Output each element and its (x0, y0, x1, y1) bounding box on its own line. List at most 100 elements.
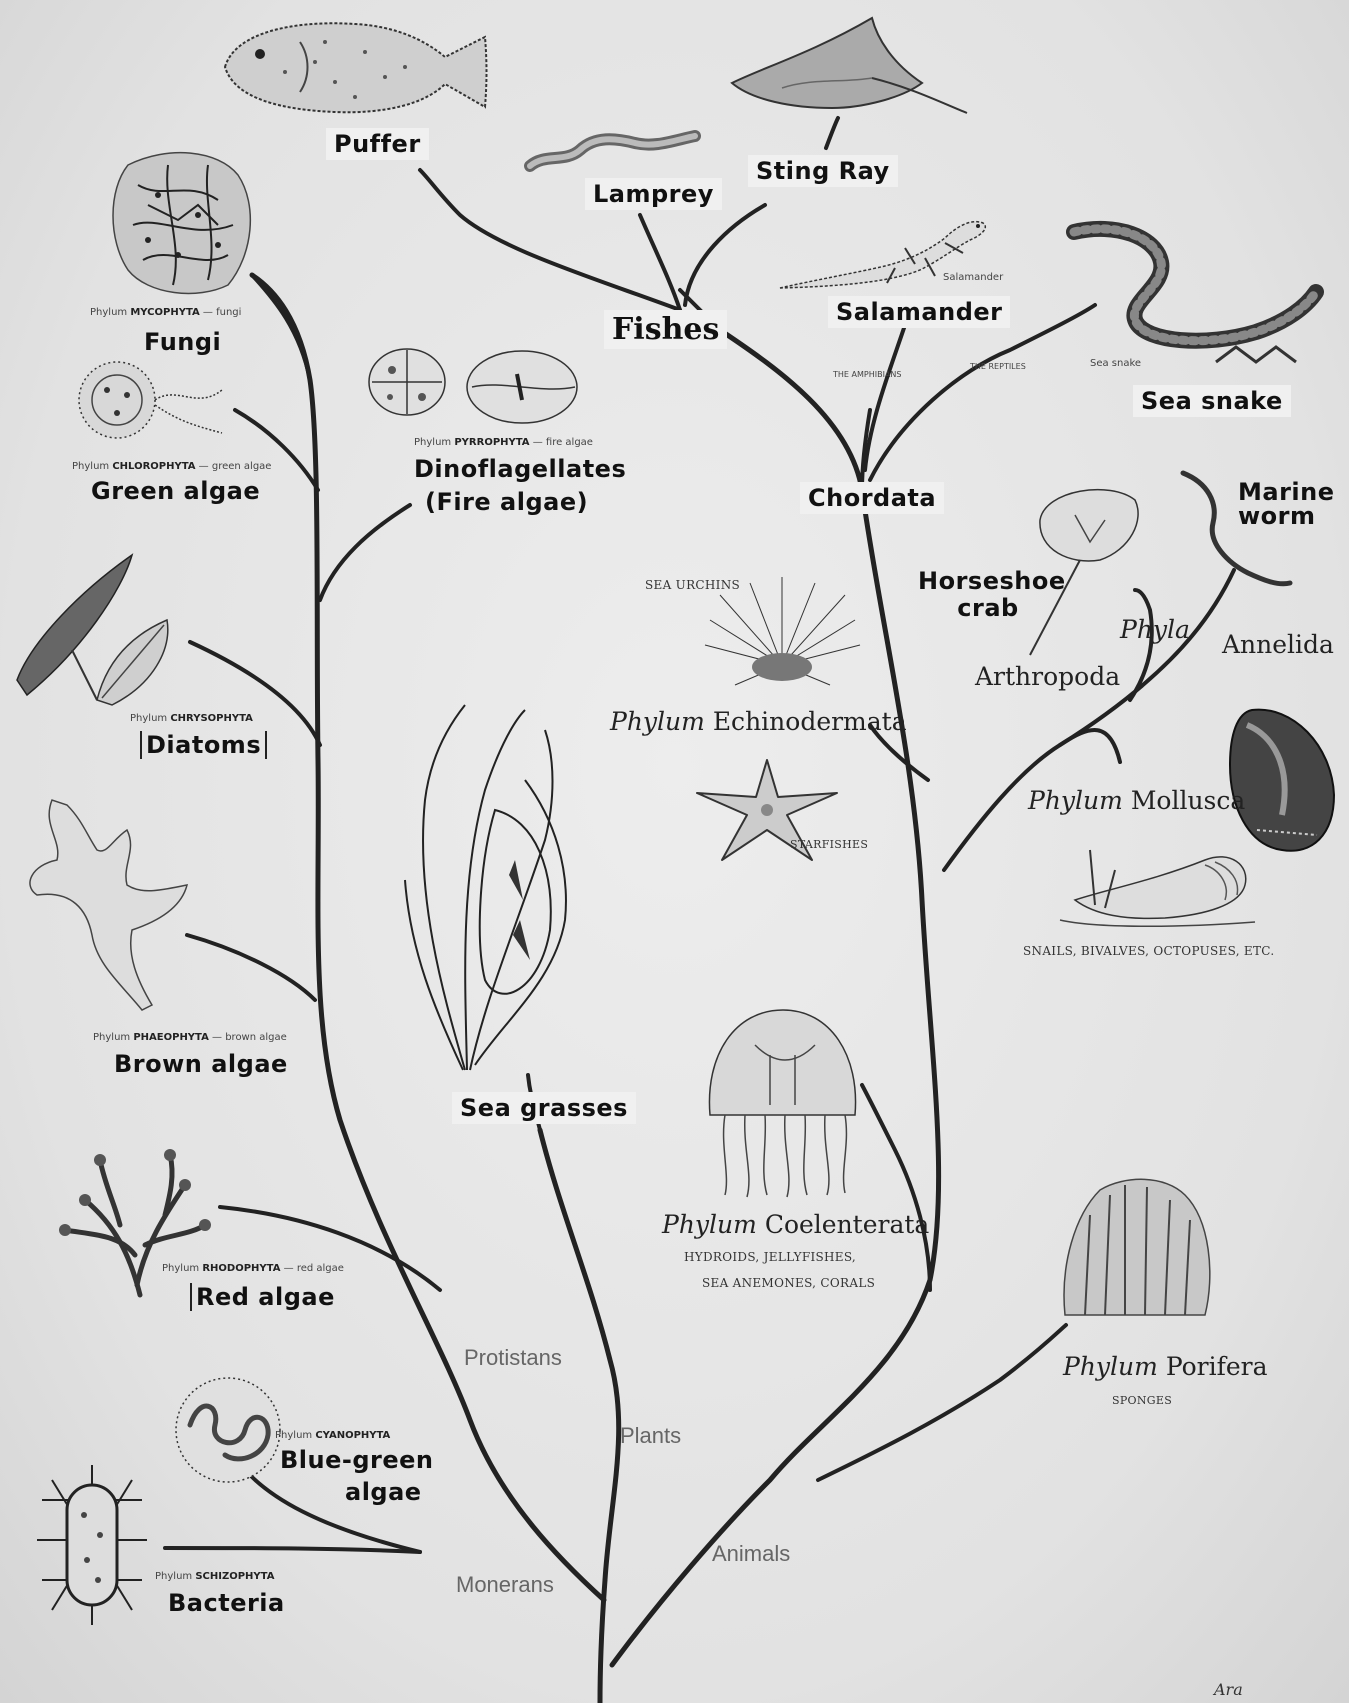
sting-ray-illustration (722, 8, 972, 118)
label-arthropoda: Arthropoda (975, 662, 1120, 691)
label-annelida: Annelida (1222, 630, 1334, 659)
amphibians-branch (865, 325, 905, 470)
label-sea-urchins: SEA URCHINS (645, 578, 740, 592)
jellyfish-illustration (695, 1005, 870, 1200)
label-bacteria: Bacteria (168, 1589, 285, 1617)
label-echinodermata: Phylum Echinodermata (610, 707, 907, 736)
animals-branch (612, 330, 939, 1665)
label-coelenterata-phylum: Phylum (662, 1210, 757, 1239)
label-brown-phylum: Phylum (93, 1032, 130, 1043)
label-marine-worm: Marine worm (1238, 480, 1328, 528)
label-animals: Animals (712, 1541, 790, 1567)
label-fungi-common: fungi (216, 307, 241, 318)
label-blue-green: Blue-green (280, 1446, 434, 1474)
fungi-illustration (108, 145, 258, 300)
label-chordata: Chordata (800, 482, 944, 514)
label-diatoms-phylum: Phylum (130, 713, 167, 724)
bacteria-illustration (32, 1460, 152, 1630)
label-bacteria-taxon: Phylum SCHIZOPHYTA (155, 1571, 274, 1582)
label-lamprey: Lamprey (585, 178, 722, 210)
label-bacteria-taxon-name: SCHIZOPHYTA (195, 1571, 274, 1582)
label-bluegreen-phylum: Phylum (275, 1430, 312, 1441)
label-coelenterata-caption-1: HYDROIDS, JELLYFISHES, (684, 1250, 856, 1264)
label-porifera-phylum: Phylum (1063, 1352, 1158, 1381)
salamander-illustration (775, 208, 995, 298)
coelenterata-branch (862, 1085, 930, 1290)
label-dinoflagellates: Dinoflagellates (414, 455, 626, 483)
label-monerans: Monerans (456, 1572, 554, 1598)
label-reptiles-small: THE REPTILES (970, 362, 1026, 371)
label-dino-taxon-name: PYRROPHYTA (454, 437, 529, 448)
label-bluegreen-taxon: Phylum CYANOPHYTA (275, 1430, 390, 1441)
label-dino-common: fire algae (546, 437, 593, 448)
label-green-taxon-name: CHLOROPHYTA (112, 461, 195, 472)
label-red-common: red algae (297, 1263, 344, 1274)
sea-grasses-illustration (405, 700, 570, 1075)
label-mollusca: Phylum Mollusca (1028, 786, 1245, 815)
label-bluegreen-taxon-name: CYANOPHYTA (315, 1430, 390, 1441)
label-horseshoe-crab: Horseshoe crab (918, 568, 1058, 622)
label-salamander: Salamander (828, 296, 1010, 328)
label-porifera: Phylum Porifera (1063, 1352, 1268, 1381)
dino-branch (320, 505, 410, 600)
label-green-taxon: Phylum CHLOROPHYTA — green algae (72, 461, 271, 472)
bacteria-branch (165, 1548, 420, 1552)
blue-green-algae-illustration (170, 1375, 290, 1490)
label-fungi: Fungi (144, 328, 221, 356)
label-brown-taxon: Phylum PHAEOPHYTA — brown algae (93, 1032, 287, 1043)
sponge-illustration (1055, 1175, 1215, 1325)
label-mollusca-caption: SNAILS, BIVALVES, OCTOPUSES, ETC. (1023, 944, 1274, 958)
snail-illustration (1055, 840, 1260, 930)
label-mollusca-phylum: Phylum (1028, 786, 1123, 815)
label-dino-phylum: Phylum (414, 437, 451, 448)
diatoms-illustration (12, 550, 177, 730)
label-fungi-phylum: Phylum (90, 307, 127, 318)
label-amphibians-small: THE AMPHIBIANS (833, 370, 901, 379)
puffer-illustration (215, 12, 495, 122)
label-fungi-taxon: Phylum MYCOPHYTA — fungi (90, 307, 241, 318)
label-dino-taxon: Phylum PYRROPHYTA — fire algae (414, 437, 593, 448)
label-echinodermata-phylum: Phylum (610, 707, 705, 736)
label-bacteria-phylum: Phylum (155, 1571, 192, 1582)
label-green-phylum: Phylum (72, 461, 109, 472)
label-porifera-name: Porifera (1166, 1352, 1268, 1381)
label-phyla: Phyla (1120, 615, 1190, 644)
label-brown-taxon-name: PHAEOPHYTA (133, 1032, 209, 1043)
label-fishes: Fishes (604, 310, 727, 349)
label-blue-green-algae: algae (345, 1478, 422, 1506)
label-diatoms-taxon-name: CHRYSOPHYTA (170, 713, 253, 724)
green-algae-illustration (72, 355, 232, 450)
label-red-phylum: Phylum (162, 1263, 199, 1274)
dinoflagellates-illustration (362, 342, 587, 432)
label-brown-common: brown algae (225, 1032, 287, 1043)
stingray-stem (826, 118, 838, 148)
mollusc-shell-illustration (1222, 705, 1337, 855)
label-starfishes: STARFISHES (790, 838, 868, 851)
label-protistans: Protistans (464, 1345, 562, 1371)
label-sting-ray: Sting Ray (748, 155, 898, 187)
red-algae-illustration (45, 1145, 210, 1300)
label-fungi-taxon-name: MYCOPHYTA (130, 307, 199, 318)
label-mollusca-name: Mollusca (1131, 786, 1245, 815)
label-diatoms-taxon: Phylum CHRYSOPHYTA (130, 713, 253, 724)
label-plants: Plants (620, 1423, 681, 1449)
label-brown-algae: Brown algae (114, 1050, 288, 1078)
porifera-branch (818, 1325, 1066, 1480)
label-coelenterata: Phylum Coelenterata (662, 1210, 929, 1239)
label-diatoms: Diatoms (140, 731, 267, 759)
label-echinodermata-name: Echinodermata (713, 707, 907, 736)
label-sea-snake-small: Sea snake (1090, 358, 1141, 369)
label-red-taxon-name: RHODOPHYTA (202, 1263, 280, 1274)
label-green-algae: Green algae (91, 477, 260, 505)
label-green-common: green algae (212, 461, 272, 472)
lamprey-illustration (525, 118, 700, 178)
stingray-branch (685, 205, 765, 305)
brown-algae-illustration (12, 795, 197, 1020)
diatoms-branch (190, 642, 320, 745)
label-red-algae: Red algae (190, 1283, 335, 1311)
label-coelenterata-name: Coelenterata (765, 1210, 930, 1239)
label-salamander-small: Salamander (943, 272, 1003, 283)
brown-algae-branch (187, 935, 315, 1000)
artist-signature: Ara (1214, 1680, 1243, 1699)
